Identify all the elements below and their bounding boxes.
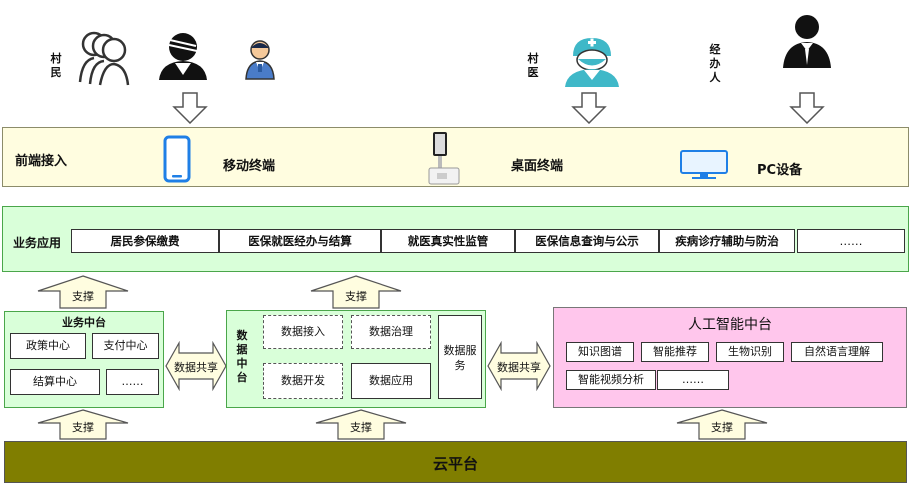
desktop-terminal-icon <box>427 130 461 190</box>
support-label: 支撑 <box>350 421 372 434</box>
support-arrow-lower-right: 支撑 <box>667 409 777 440</box>
data-service: 数据服务 <box>438 315 482 399</box>
mobile-terminal-label: 移动终端 <box>223 159 276 174</box>
app-authenticity-supervision: 就医真实性监管 <box>381 229 515 253</box>
handler-icon <box>781 13 833 73</box>
support-arrow-upper-left: 支撑 <box>28 275 138 309</box>
patient-icon <box>157 30 209 86</box>
down-arrow-villager <box>172 92 208 128</box>
data-ingestion: 数据接入 <box>263 315 343 349</box>
settlement-center: 结算中心 <box>10 369 100 395</box>
app-medical-settlement: 医保就医经办与结算 <box>219 229 381 253</box>
business-application-layer: 业务应用 居民参保缴费 医保就医经办与结算 就医真实性监管 医保信息查询与公示 … <box>2 206 909 272</box>
video-analysis: 智能视频分析 <box>566 370 656 390</box>
app-resident-insurance: 居民参保缴费 <box>71 229 219 253</box>
front-access-title: 前端接入 <box>15 154 68 169</box>
role-label-handler: 经办人 <box>709 43 721 84</box>
data-share-arrow-right: 数据共享 <box>487 341 551 391</box>
biometric-recognition: 生物识别 <box>716 342 784 362</box>
ai-middle-title: 人工智能中台 <box>688 317 772 333</box>
data-share-label: 数据共享 <box>497 361 541 374</box>
smart-recommendation: 智能推荐 <box>641 342 709 362</box>
mobile-phone-icon <box>163 135 191 187</box>
app-more: …… <box>797 229 905 253</box>
data-middle-platform: 数据中台 数据接入 数据治理 数据开发 数据应用 数据服务 <box>226 310 486 408</box>
cloud-platform-label: 云平台 <box>432 455 478 473</box>
payment-center: 支付中心 <box>92 333 159 359</box>
business-middle-platform: 业务中台 政策中心 支付中心 结算中心 …… <box>4 311 164 408</box>
business-application-title: 业务应用 <box>13 236 62 250</box>
down-arrow-handler <box>789 92 825 128</box>
down-arrow-village-doctor <box>571 92 607 128</box>
business-middle-title: 业务中台 <box>62 316 106 329</box>
nlp: 自然语言理解 <box>791 342 883 362</box>
data-governance: 数据治理 <box>351 315 431 349</box>
business-center-more: …… <box>106 369 159 395</box>
pc-monitor-icon <box>680 150 728 184</box>
desktop-terminal-label: 桌面终端 <box>511 159 564 174</box>
support-label: 支撑 <box>711 421 733 434</box>
role-label-villager: 村民 <box>50 52 62 79</box>
data-share-label: 数据共享 <box>174 361 218 374</box>
ai-middle-platform: 人工智能中台 知识图谱 智能推荐 生物识别 自然语言理解 智能视频分析 …… <box>553 307 907 408</box>
knowledge-graph: 知识图谱 <box>566 342 634 362</box>
app-info-query: 医保信息查询与公示 <box>515 229 659 253</box>
data-application: 数据应用 <box>351 363 431 399</box>
data-share-arrow-left: 数据共享 <box>165 341 227 391</box>
support-label: 支撑 <box>72 421 94 434</box>
front-access-layer: 前端接入 移动终端 桌面终端 PC设备 <box>2 127 909 187</box>
ai-more: …… <box>657 370 729 390</box>
app-diagnosis-assist: 疾病诊疗辅助与防治 <box>659 229 795 253</box>
pc-device-label: PC设备 <box>757 163 803 178</box>
village-doctor-icon <box>563 36 621 92</box>
support-arrow-upper-middle: 支撑 <box>301 275 411 309</box>
support-arrow-lower-left: 支撑 <box>28 409 138 440</box>
cloud-platform: 云平台 <box>4 441 907 483</box>
role-label-village-doctor: 村医 <box>527 52 539 79</box>
support-label: 支撑 <box>345 290 367 303</box>
villagers-icon <box>72 30 132 92</box>
policy-center: 政策中心 <box>10 333 86 359</box>
doctor-staff-icon <box>244 38 276 84</box>
support-arrow-lower-middle: 支撑 <box>306 409 416 440</box>
data-middle-title: 数据中台 <box>236 329 248 384</box>
support-label: 支撑 <box>72 290 94 303</box>
data-development: 数据开发 <box>263 363 343 399</box>
